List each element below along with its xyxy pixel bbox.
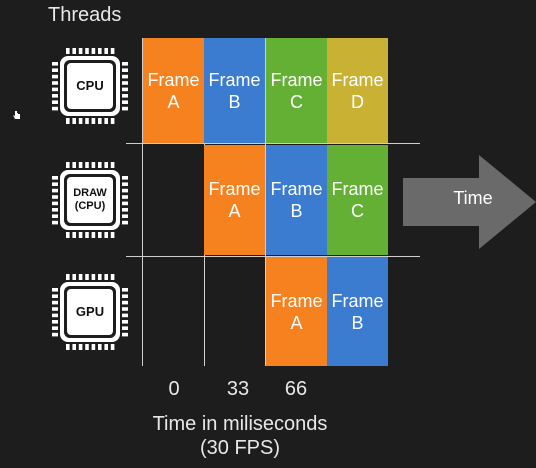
cpu-chip-label: CPU	[76, 78, 104, 93]
time-arrow-label: Time	[453, 188, 493, 208]
cpu-frame-b: Frame B	[204, 38, 265, 143]
tick-label-33: 33	[226, 378, 250, 400]
grid-line-t0	[142, 38, 143, 366]
draw-frame-a: Frame A	[204, 145, 265, 255]
tick-label-0: 0	[168, 378, 180, 400]
gpu-frame-a: Frame A	[266, 257, 327, 366]
hand-cursor-icon	[13, 111, 20, 119]
cpu-chip-icon: CPU	[50, 46, 130, 126]
cpu-frame-c: Frame C	[266, 38, 327, 143]
draw-chip-label: DRAW (CPU)	[73, 187, 107, 212]
grid-line-t66	[265, 38, 266, 366]
row-divider-2	[126, 256, 420, 257]
draw-frame-c: Frame C	[327, 145, 388, 255]
time-axis-label: Time in miliseconds (30 FPS)	[152, 413, 328, 459]
gpu-chip-icon: GPU	[50, 272, 130, 352]
diagram-title: Threads	[48, 4, 122, 26]
cpu-frame-d: Frame D	[327, 38, 388, 143]
draw-frame-b: Frame B	[266, 145, 327, 255]
row-divider-1	[126, 143, 420, 144]
draw-chip-icon: DRAW (CPU)	[50, 160, 130, 240]
tick-label-66: 66	[284, 378, 308, 400]
gpu-chip-label: GPU	[75, 304, 105, 319]
time-arrow-icon	[403, 155, 536, 249]
gpu-frame-b: Frame B	[327, 257, 388, 366]
cpu-frame-a: Frame A	[143, 38, 204, 143]
